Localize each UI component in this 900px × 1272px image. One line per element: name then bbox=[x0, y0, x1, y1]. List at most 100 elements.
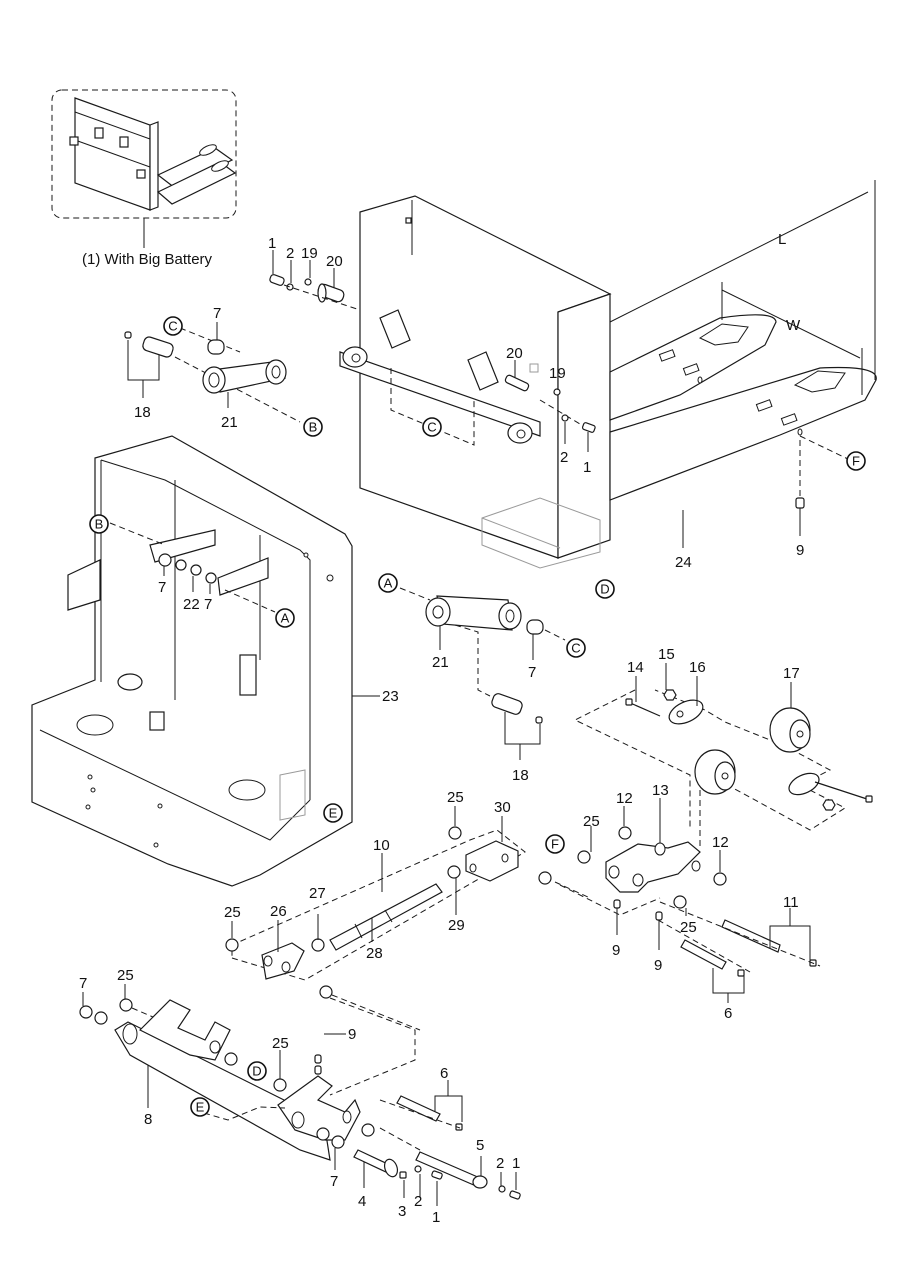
ref-marker-F: F bbox=[545, 834, 565, 854]
upper-link-arm-group: 7 18 21 bbox=[124, 305, 301, 431]
callout-7-frame-a: 7 bbox=[158, 579, 166, 596]
callout-1-axle: 1 bbox=[432, 1209, 440, 1226]
inset-big-battery: (1) With Big Battery bbox=[51, 89, 237, 268]
callout-30: 30 bbox=[494, 799, 511, 816]
callout-29: 29 bbox=[448, 917, 465, 934]
callout-26: 26 bbox=[270, 903, 287, 920]
dimension-lines: L W bbox=[609, 180, 876, 395]
callout-2: 2 bbox=[286, 245, 294, 262]
callout-2-mast: 2 bbox=[560, 449, 568, 466]
ref-marker-A: A bbox=[275, 608, 295, 628]
callout-10: 10 bbox=[373, 837, 390, 854]
callout-25-link-a: 25 bbox=[583, 813, 600, 830]
svg-text:E: E bbox=[196, 1100, 205, 1115]
callout-25-link-b: 25 bbox=[680, 919, 697, 936]
callout-25-rod-b: 25 bbox=[224, 904, 241, 921]
callout-23: 23 bbox=[382, 688, 399, 705]
callout-16: 16 bbox=[689, 659, 706, 676]
ref-marker-E: E bbox=[190, 1097, 210, 1117]
bottom-axle-group: 7 25 8 25 9 7 6 4 3 2 1 5 2 1 bbox=[79, 967, 521, 1226]
callout-28: 28 bbox=[366, 945, 383, 962]
chassis-frame: 23 7 22 7 bbox=[31, 435, 399, 887]
callout-1-mast: 1 bbox=[583, 459, 591, 476]
callout-24: 24 bbox=[675, 554, 692, 571]
svg-text:B: B bbox=[95, 517, 104, 532]
callout-20: 20 bbox=[326, 253, 343, 270]
svg-text:D: D bbox=[252, 1064, 261, 1079]
callout-2-axle-b: 2 bbox=[496, 1155, 504, 1172]
callout-9: 9 bbox=[796, 542, 804, 559]
callout-1-axle-b: 1 bbox=[512, 1155, 520, 1172]
callout-12-b: 12 bbox=[712, 834, 729, 851]
callout-9-axle: 9 bbox=[348, 1026, 356, 1043]
ref-marker-C: C bbox=[422, 417, 442, 437]
callout-25-axle-a: 25 bbox=[117, 967, 134, 984]
callout-9-link-a: 9 bbox=[612, 942, 620, 959]
ref-marker-B: B bbox=[89, 514, 109, 534]
inset-truck-drawing bbox=[69, 97, 237, 211]
callout-18: 18 bbox=[134, 404, 151, 421]
dimension-W-label: W bbox=[786, 317, 801, 334]
svg-text:C: C bbox=[168, 319, 177, 334]
svg-text:D: D bbox=[600, 582, 609, 597]
callout-20-mast: 20 bbox=[506, 345, 523, 362]
svg-text:C: C bbox=[427, 420, 436, 435]
callout-9-link-b: 9 bbox=[654, 957, 662, 974]
inset-caption: (1) With Big Battery bbox=[82, 251, 213, 268]
ref-marker-D: D bbox=[247, 1061, 267, 1081]
callout-22: 22 bbox=[183, 596, 200, 613]
callout-21-mid: 21 bbox=[432, 654, 449, 671]
svg-text:A: A bbox=[384, 576, 393, 591]
callout-19-mast: 19 bbox=[549, 365, 566, 382]
ref-marker-C: C bbox=[566, 638, 586, 658]
dimension-L-line bbox=[609, 191, 869, 323]
callout-12-a: 12 bbox=[616, 790, 633, 807]
ref-marker-D: D bbox=[595, 579, 615, 599]
callout-7-axle-b: 7 bbox=[330, 1173, 338, 1190]
callout-4: 4 bbox=[358, 1193, 366, 1210]
callout-7-mid: 7 bbox=[528, 664, 536, 681]
mast-side-callouts: 20 19 2 1 bbox=[506, 345, 596, 476]
callout-19: 19 bbox=[301, 245, 318, 262]
upper-pin-group: 1 2 19 20 bbox=[268, 235, 361, 311]
ref-marker-B: B bbox=[303, 417, 323, 437]
ref-marker-C: C bbox=[163, 316, 183, 336]
ref-marker-F: F bbox=[846, 451, 866, 471]
reference-markers: C B C F D B A E A C F D E bbox=[89, 316, 866, 1117]
callout-7: 7 bbox=[213, 305, 221, 322]
callout-6-link: 6 bbox=[724, 1005, 732, 1022]
callout-27: 27 bbox=[309, 885, 326, 902]
svg-text:C: C bbox=[571, 641, 580, 656]
dimension-L-label: L bbox=[778, 231, 786, 248]
callout-17: 17 bbox=[783, 665, 800, 682]
callout-2-axle: 2 bbox=[414, 1193, 422, 1210]
dimension-W-line bbox=[721, 289, 861, 359]
callout-15: 15 bbox=[658, 646, 675, 663]
push-rod-group: 25 30 10 25 26 27 28 29 bbox=[224, 789, 552, 1031]
callout-14: 14 bbox=[627, 659, 644, 676]
callout-7-axle-a: 7 bbox=[79, 975, 87, 992]
ref-marker-A: A bbox=[378, 573, 398, 593]
callout-7-frame-b: 7 bbox=[204, 596, 212, 613]
load-roller-group: 14 15 16 17 bbox=[573, 646, 873, 850]
callout-25-axle-b: 25 bbox=[272, 1035, 289, 1052]
ref-marker-E: E bbox=[323, 803, 343, 823]
callout-6-axle: 6 bbox=[440, 1065, 448, 1082]
svg-text:F: F bbox=[852, 454, 860, 469]
svg-text:B: B bbox=[309, 420, 318, 435]
callout-5: 5 bbox=[476, 1137, 484, 1154]
svg-text:F: F bbox=[551, 837, 559, 852]
svg-text:E: E bbox=[329, 806, 338, 821]
callout-13: 13 bbox=[652, 782, 669, 799]
callout-18-mid: 18 bbox=[512, 767, 529, 784]
callout-1: 1 bbox=[268, 235, 276, 252]
callout-8: 8 bbox=[144, 1111, 152, 1128]
middle-link-arm-group: 21 7 18 bbox=[399, 587, 566, 784]
callout-21: 21 bbox=[221, 414, 238, 431]
callout-11: 11 bbox=[783, 894, 799, 911]
mast-frame bbox=[339, 195, 612, 569]
callout-3: 3 bbox=[398, 1203, 406, 1220]
svg-text:A: A bbox=[281, 611, 290, 626]
steering-link-group: 25 12 13 12 9 9 25 11 6 bbox=[554, 782, 821, 1022]
